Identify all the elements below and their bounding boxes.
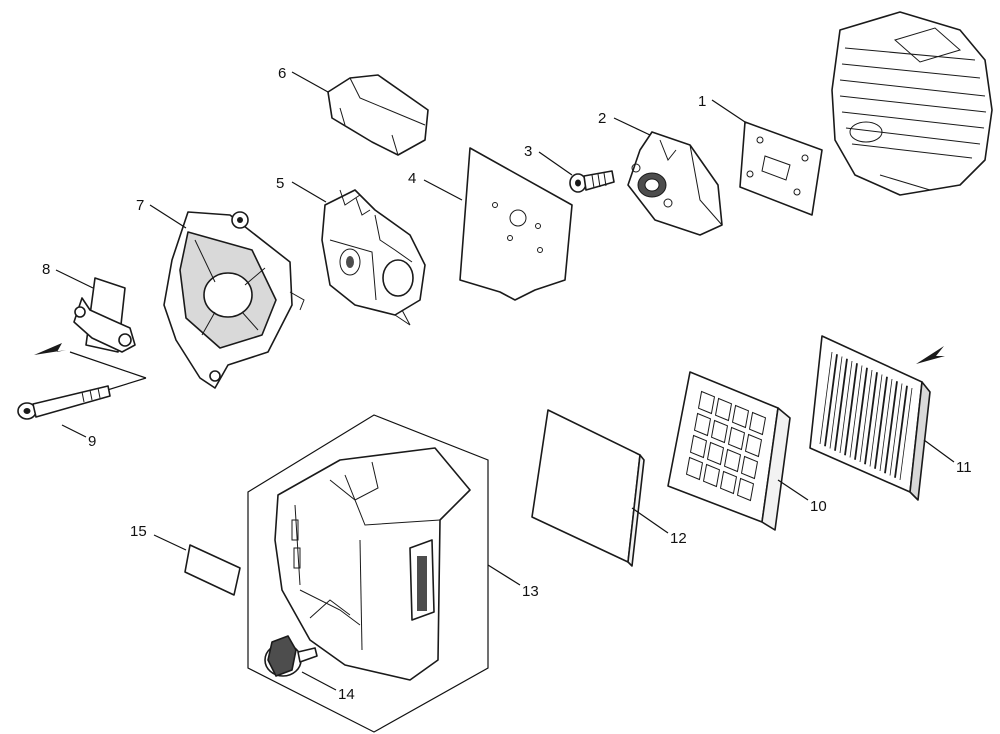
part-13-filter-cover bbox=[247, 414, 489, 733]
filter-pleat bbox=[864, 372, 878, 465]
filter-grid-cell bbox=[731, 404, 750, 429]
filter-pleat bbox=[879, 378, 893, 472]
label-5: 5 bbox=[276, 175, 284, 192]
filter-grid-cell bbox=[748, 411, 767, 436]
direction-arrow-left bbox=[34, 343, 147, 397]
filter-pleat bbox=[894, 385, 908, 478]
filter-grid-cell bbox=[710, 419, 729, 444]
part-15-sticker bbox=[184, 544, 241, 596]
filter-grid-cell bbox=[740, 455, 759, 480]
label-11: 11 bbox=[956, 459, 972, 476]
filter-pleat bbox=[849, 365, 863, 458]
part-4-gasket bbox=[459, 147, 573, 301]
part-14-knob bbox=[264, 635, 318, 677]
filter-pleat bbox=[889, 383, 903, 476]
part-11-pleated-filter bbox=[809, 335, 931, 501]
filter-pleat bbox=[819, 351, 833, 445]
filter-pleat bbox=[854, 367, 868, 460]
filter-pleat bbox=[859, 369, 873, 463]
filter-pleat bbox=[874, 376, 888, 469]
cylinder bbox=[831, 11, 993, 196]
direction-arrow-right bbox=[916, 346, 945, 364]
filter-pleat bbox=[899, 387, 913, 481]
filter-grid-cell bbox=[706, 441, 725, 466]
part-7-filter-base bbox=[163, 211, 305, 389]
filter-pleat bbox=[869, 374, 883, 467]
label-4: 4 bbox=[408, 170, 416, 187]
filter-pleat bbox=[884, 381, 898, 474]
label-9: 9 bbox=[88, 433, 96, 450]
label-14: 14 bbox=[338, 686, 355, 703]
filter-grid-cell bbox=[697, 390, 716, 415]
label-10: 10 bbox=[810, 498, 827, 515]
filter-grid-cell bbox=[714, 397, 733, 422]
part-10-filter-frame bbox=[667, 371, 791, 531]
part-5-carburetor bbox=[321, 189, 426, 326]
filter-pleat bbox=[839, 360, 853, 454]
filter-grid-cell bbox=[689, 434, 708, 459]
filter-pleat bbox=[824, 354, 838, 447]
label-8: 8 bbox=[42, 261, 50, 278]
filter-pleat bbox=[844, 363, 858, 456]
filter-grid-cell bbox=[727, 426, 746, 451]
part-8-lever bbox=[73, 277, 136, 353]
label-13: 13 bbox=[522, 583, 539, 600]
label-15: 15 bbox=[130, 523, 147, 540]
label-3: 3 bbox=[524, 143, 532, 160]
leader-lines bbox=[55, 71, 955, 691]
filter-grid-cell bbox=[723, 448, 742, 473]
label-2: 2 bbox=[598, 110, 606, 127]
part-6-cover bbox=[327, 74, 429, 156]
filter-grid-cell bbox=[702, 463, 721, 488]
part-labels: 1 2 3 4 5 6 7 8 9 10 11 12 13 14 15 bbox=[42, 65, 972, 703]
part-2-intake-adapter bbox=[627, 131, 723, 236]
part-3-screw bbox=[569, 170, 615, 193]
part-9-bolt bbox=[17, 385, 111, 420]
filter-pleat bbox=[829, 356, 843, 449]
filter-grid-cell bbox=[719, 470, 738, 495]
part-12-foam-pad bbox=[531, 409, 645, 567]
label-7: 7 bbox=[136, 197, 144, 214]
filter-grid-cell bbox=[744, 433, 763, 458]
label-1: 1 bbox=[698, 93, 706, 110]
filter-grid-cell bbox=[693, 412, 712, 437]
part-1-gasket bbox=[739, 121, 823, 216]
filter-grid-cell bbox=[685, 456, 704, 481]
filter-pleat bbox=[834, 358, 848, 451]
filter-grid-cell bbox=[736, 477, 755, 502]
label-6: 6 bbox=[278, 65, 286, 82]
label-12: 12 bbox=[670, 530, 687, 547]
